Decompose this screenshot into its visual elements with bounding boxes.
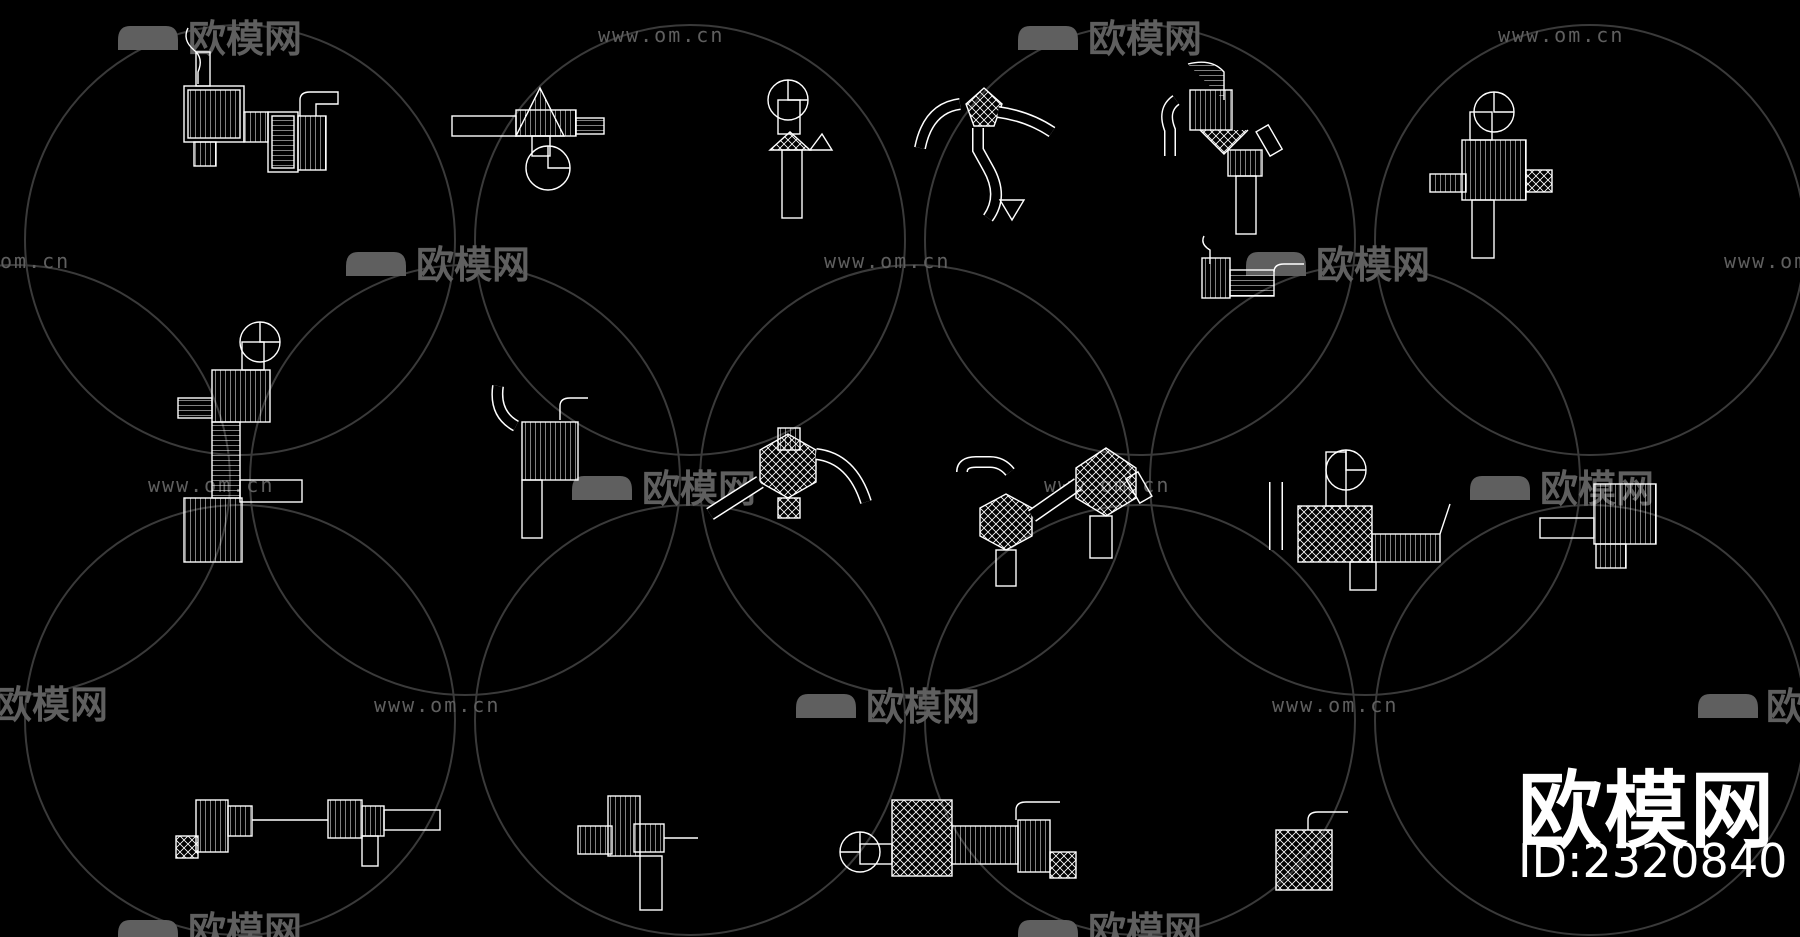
playground-slide-icon <box>1269 449 1451 591</box>
sofa-logo-icon <box>346 252 406 276</box>
watermark-brand: 欧模网 <box>188 17 302 61</box>
playground-slide-icon <box>1201 235 1304 299</box>
watermark-site-partial: om.cn <box>0 249 70 273</box>
playground-slide-icon <box>1429 91 1553 259</box>
watermark-brand: 欧模网 <box>866 685 980 729</box>
sofa-logo-icon <box>1018 26 1078 50</box>
sofa-logo-icon <box>118 26 178 50</box>
playground-slide-icon <box>177 321 303 563</box>
watermark-brand-partial: 欧模网 <box>0 683 108 727</box>
watermark-brand-group: 欧模网 欧模网 欧模网 欧模网 欧模网 欧模网 欧模网 <box>0 17 1800 937</box>
playground-slide-icon <box>1539 483 1657 569</box>
stamp-id: ID:2320840 <box>1518 834 1788 888</box>
playground-slide-icon <box>767 79 834 219</box>
sofa-logo-icon <box>572 476 632 500</box>
playground-slide-icon <box>1161 61 1284 235</box>
sofa-logo-icon <box>796 694 856 718</box>
watermark-site: www.om.cn <box>824 249 950 273</box>
playground-slide-icon <box>175 799 441 867</box>
watermark-brand: 欧模网 <box>1088 17 1202 61</box>
playground-slide-icon <box>577 795 698 911</box>
watermark-site: www.om.cn <box>1724 249 1800 273</box>
tube-slide-icon <box>491 385 588 539</box>
watermark-brand: 欧模网 <box>1088 909 1202 937</box>
watermark-site: www.om.cn <box>1272 693 1398 717</box>
playground-slide-icon <box>1275 811 1348 891</box>
watermark-site: www.om.cn <box>1498 23 1624 47</box>
watermark-brand: 欧模网 <box>188 909 302 937</box>
tube-slide-icon <box>914 87 1056 222</box>
sofa-logo-icon <box>118 920 178 937</box>
sofa-logo-icon <box>1018 920 1078 937</box>
playground-slide-icon <box>183 27 339 173</box>
watermark-brand-partial: 欧模 <box>1766 685 1800 729</box>
sofa-logo-icon <box>1470 476 1530 500</box>
stamp-brand: 欧模网 <box>1518 762 1777 860</box>
tube-slide-icon <box>451 86 605 191</box>
watermark-brand: 欧模网 <box>1316 243 1430 287</box>
watermark-site: www.om.cn <box>374 693 500 717</box>
watermark-site: www.om.cn <box>148 473 274 497</box>
hex-tower-icon <box>706 427 872 520</box>
sofa-logo-icon <box>1698 694 1758 718</box>
watermark-brand: 欧模网 <box>416 243 530 287</box>
watermark-site: www.om.cn <box>598 23 724 47</box>
playground-slide-icon <box>839 799 1077 879</box>
hex-tower-icon <box>956 447 1153 587</box>
